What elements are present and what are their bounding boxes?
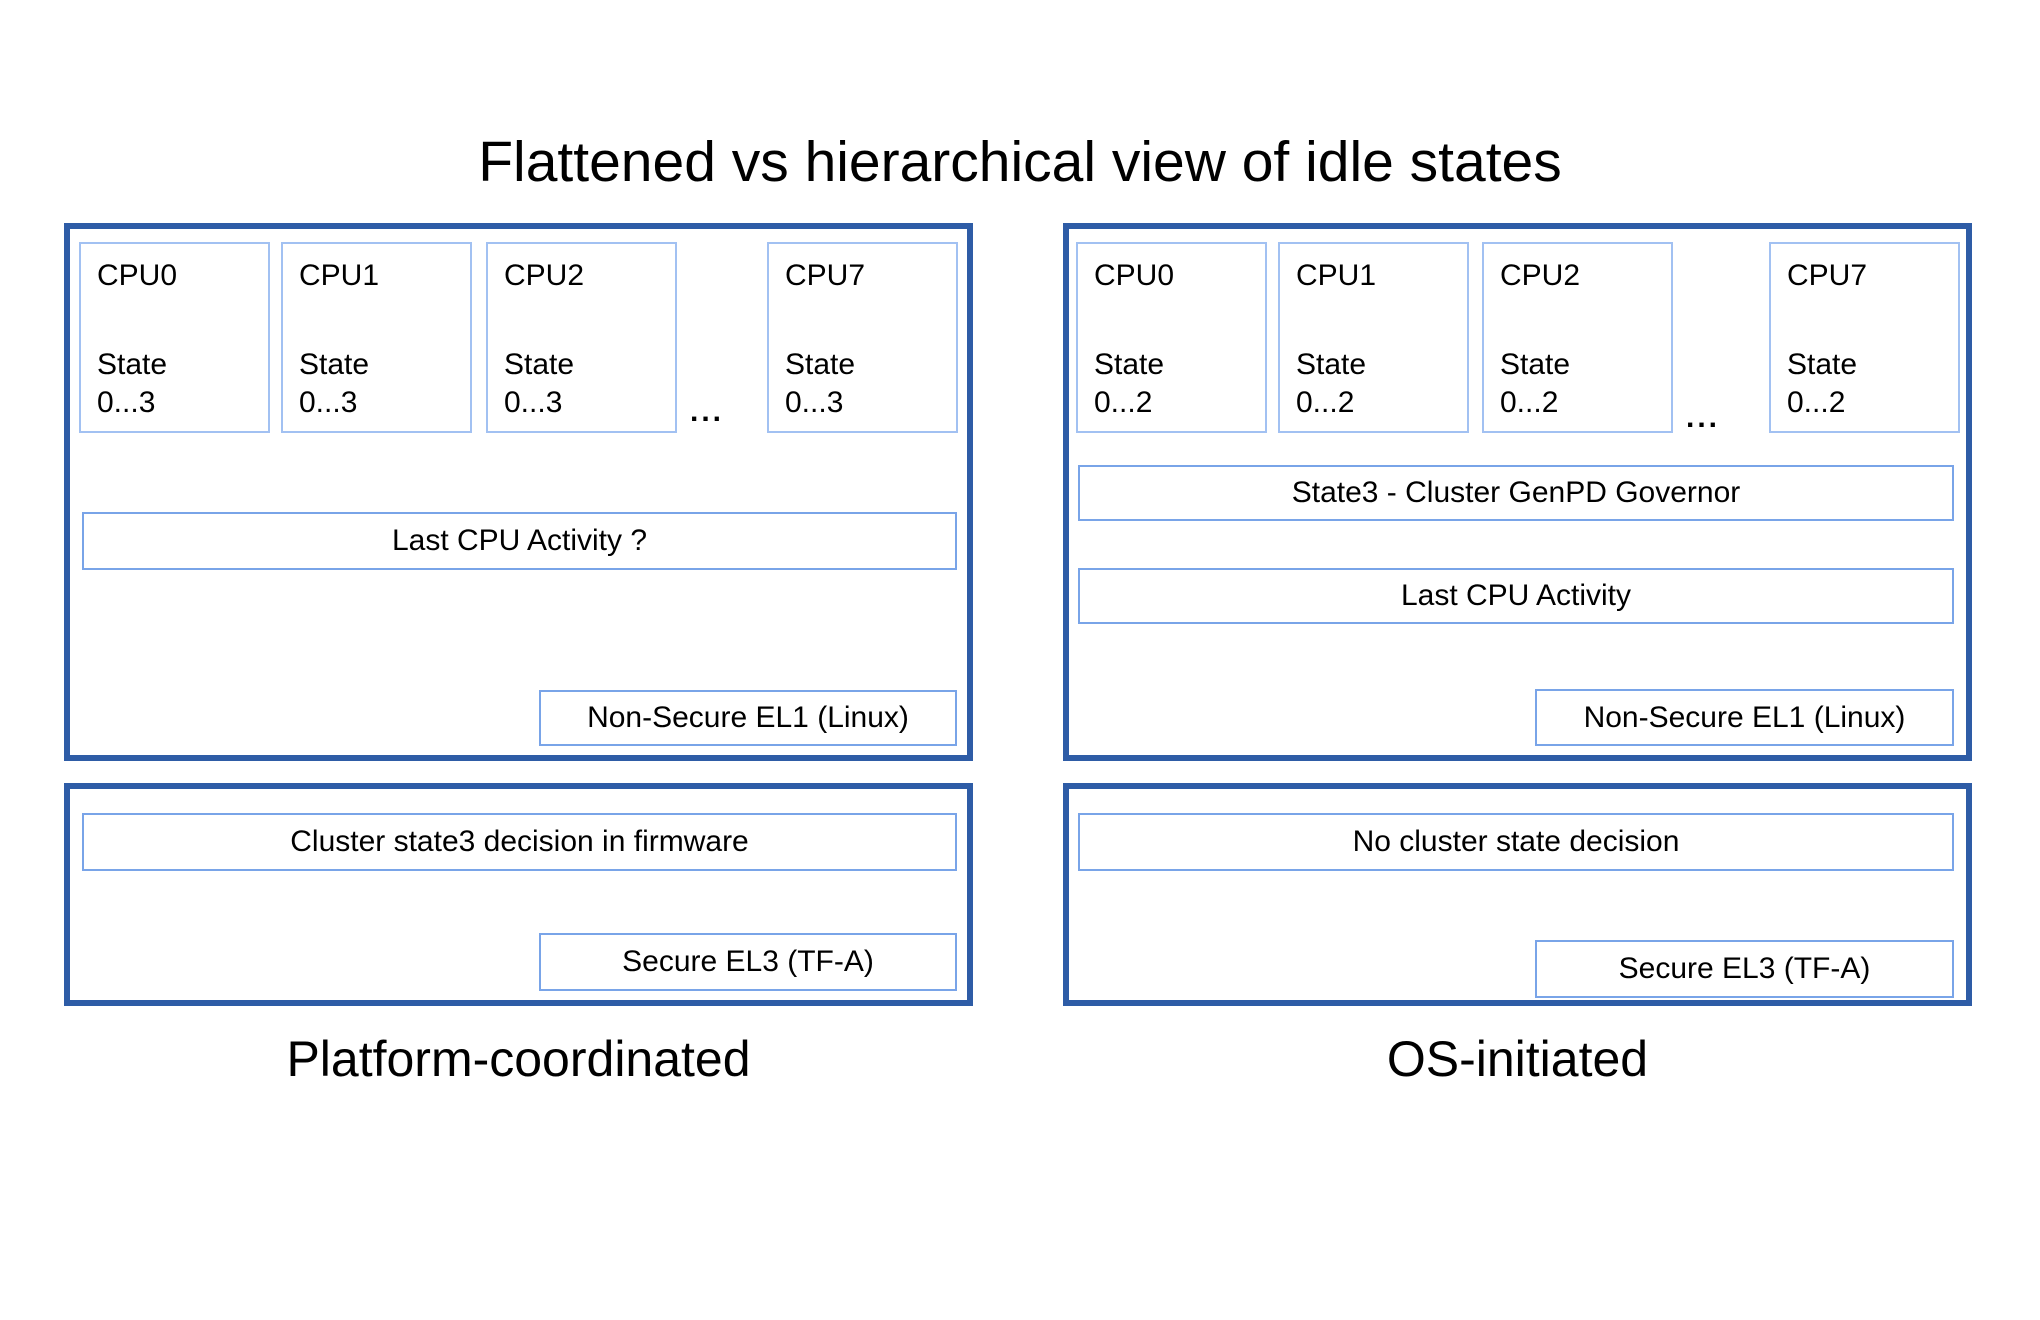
cpu-state-label: State (1094, 348, 1165, 381)
osi-cpu7-box: CPU7 State 0...2 (1769, 242, 1960, 433)
pc-el1-layer-panel: CPU0 State 0...3 CPU1 State 0...3 CPU2 S… (64, 223, 973, 761)
pc-el3-layer-panel: Cluster state3 decision in firmware Secu… (64, 783, 973, 1006)
cpu-state-label: State (504, 348, 575, 381)
cpu-state-range: 0...3 (504, 385, 563, 419)
cpu-name: CPU2 (504, 259, 585, 292)
osi-cpu1-box: CPU1 State 0...2 (1278, 242, 1469, 433)
cpu-name: CPU1 (299, 259, 380, 292)
cpu-state-range: 0...2 (1296, 385, 1355, 419)
cpu-state-label: State (1296, 348, 1367, 381)
os-initiated-label: OS-initiated (1386, 1031, 1649, 1087)
cpu-state-label: State (785, 348, 856, 381)
last-cpu-activity-box: Last CPU Activity (1078, 568, 1954, 624)
cpu-name: CPU7 (785, 259, 866, 292)
cpu-state: State 0...3 (504, 346, 669, 421)
cpu-state-range: 0...3 (785, 385, 844, 419)
cpu-state-range: 0...2 (1500, 385, 1559, 419)
cpu-state: State 0...3 (785, 346, 950, 421)
cpu-state: State 0...2 (1787, 346, 1952, 421)
cluster-decision-box: Cluster state3 decision in firmware (82, 813, 957, 871)
pc-cpu2-box: CPU2 State 0...3 (486, 242, 677, 433)
osi-cpu2-box: CPU2 State 0...2 (1482, 242, 1673, 433)
pc-cpu1-box: CPU1 State 0...3 (281, 242, 472, 433)
cpu-name: CPU1 (1296, 259, 1377, 292)
cpu-name: CPU2 (1500, 259, 1581, 292)
diagram-title: Flattened vs hierarchical view of idle s… (478, 130, 1562, 194)
cpu-state: State 0...3 (299, 346, 464, 421)
last-cpu-activity-box: Last CPU Activity ? (82, 512, 957, 570)
osi-cpu0-box: CPU0 State 0...2 (1076, 242, 1267, 433)
non-secure-el1-box: Non-Secure EL1 (Linux) (539, 690, 957, 746)
secure-el3-box: Secure EL3 (TF-A) (539, 933, 957, 991)
cpu-state-range: 0...2 (1094, 385, 1153, 419)
non-secure-el1-box: Non-Secure EL1 (Linux) (1535, 689, 1954, 746)
state3-governor-box: State3 - Cluster GenPD Governor (1078, 465, 1954, 521)
cpu-state-label: State (97, 348, 168, 381)
platform-coordinated-label: Platform-coordinated (286, 1031, 751, 1087)
cpu-name: CPU7 (1787, 259, 1868, 292)
cpu-state-range: 0...3 (97, 385, 156, 419)
cpu-state-label: State (299, 348, 370, 381)
cpu-state: State 0...2 (1296, 346, 1461, 421)
cpu-state-label: State (1500, 348, 1571, 381)
no-cluster-decision-box: No cluster state decision (1078, 813, 1954, 871)
pc-cpu0-box: CPU0 State 0...3 (79, 242, 270, 433)
cpu-state: State 0...2 (1094, 346, 1259, 421)
cpu-ellipsis: ... (690, 395, 725, 428)
cpu-name: CPU0 (1094, 259, 1175, 292)
pc-cpu7-box: CPU7 State 0...3 (767, 242, 958, 433)
cpu-state: State 0...2 (1500, 346, 1665, 421)
cpu-ellipsis: ... (1686, 401, 1721, 434)
osi-el1-layer-panel: CPU0 State 0...2 CPU1 State 0...2 CPU2 S… (1063, 223, 1972, 761)
secure-el3-box: Secure EL3 (TF-A) (1535, 940, 1954, 998)
cpu-state-range: 0...2 (1787, 385, 1846, 419)
cpu-state-label: State (1787, 348, 1858, 381)
cpu-name: CPU0 (97, 259, 178, 292)
cpu-state-range: 0...3 (299, 385, 358, 419)
cpu-state: State 0...3 (97, 346, 262, 421)
osi-el3-layer-panel: No cluster state decision Secure EL3 (TF… (1063, 783, 1972, 1006)
